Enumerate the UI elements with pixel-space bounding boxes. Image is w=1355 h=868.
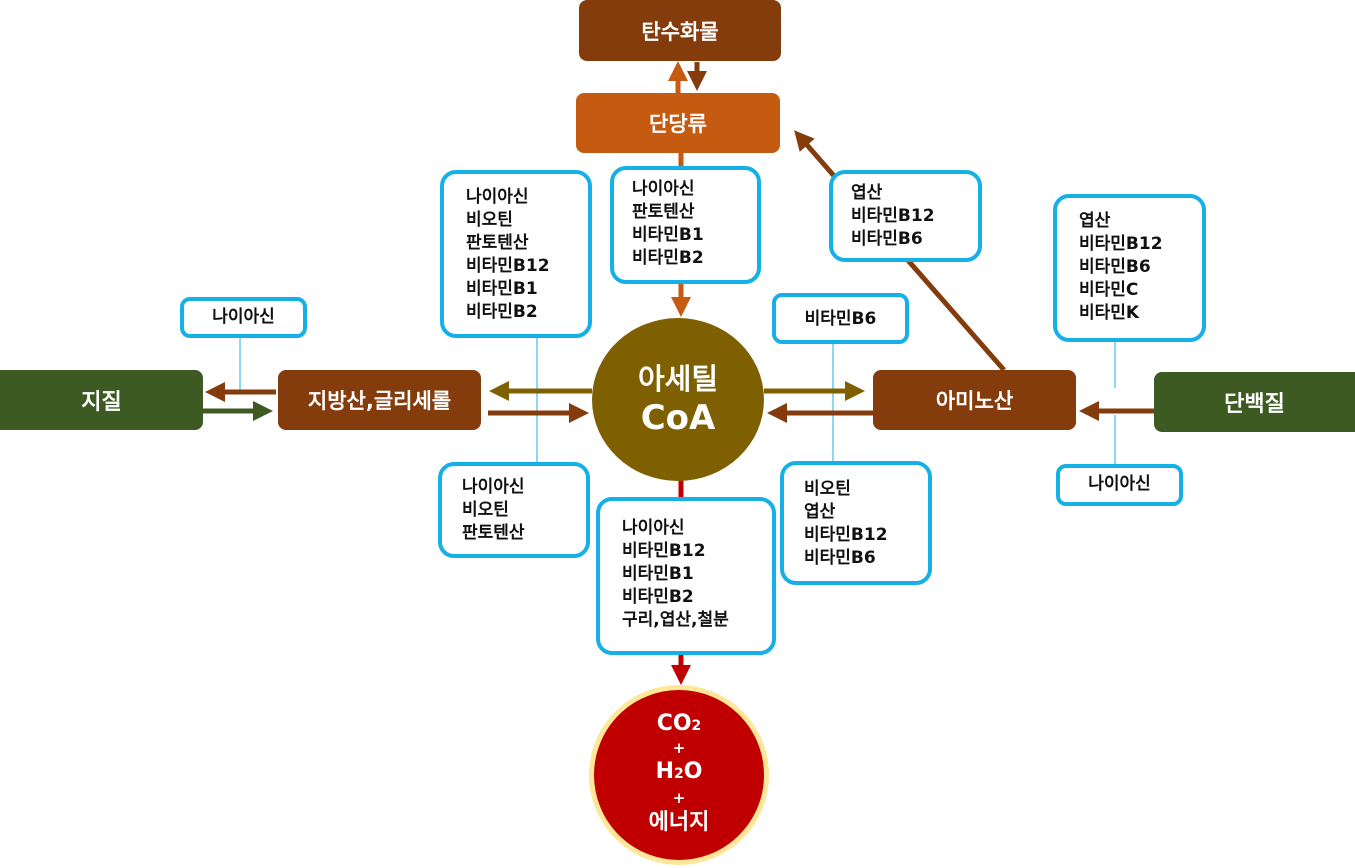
acetyl-coa-line2: CoA [640,397,716,438]
node-carbohydrate: 탄수화물 [579,0,781,61]
vitamin-label: 나이아신 [466,187,529,207]
vitamin-label: 판토텐산 [632,202,695,222]
vitamin-label: 나이아신 [1088,474,1151,494]
vitamin-label: 비오틴 [462,500,509,520]
node-fatty-acid-glycerol: 지방산,글리세롤 [278,370,481,430]
vitamin-label: 비타민C [1079,280,1139,300]
vitamin-label: 비타민B2 [466,302,538,322]
vitamin-label: 비타민B1 [466,279,538,299]
note-fatty-to-lipid: 나이아신 [180,297,307,338]
vitamin-label: 비타민B12 [804,525,888,545]
vitamin-label: 비타민B12 [622,541,706,561]
plus-sign: + [672,739,686,757]
energy-label: 에너지 [648,810,710,835]
vitamin-label: 비타민B12 [1079,234,1163,254]
vitamin-label: 비타민B6 [851,229,923,249]
vitamin-label: 비타민B2 [622,587,694,607]
vitamin-label: 엽산 [1079,211,1111,231]
note-acetyl-to-product: 나이아신 비타민B12 비타민B1 비타민B2 구리,엽산,철분 [596,497,776,655]
vitamin-label: 판토텐산 [462,523,525,543]
note-protein-to-amino-top: 엽산 비타민B12 비타민B6 비타민C 비타민K [1053,194,1206,342]
vitamin-label: 나이아신 [462,477,525,497]
vitamin-label: 비오틴 [466,210,513,230]
note-amino-to-mono: 엽산 비타민B12 비타민B6 [829,170,982,262]
formula-part: H [655,759,674,784]
note-amino-to-acetyl: 비타민B6 [772,293,909,344]
node-monosaccharide: 단당류 [576,93,780,153]
formula-part: 2 [691,718,702,734]
formula-part: 2 [673,766,684,782]
node-amino-acid: 아미노산 [873,370,1076,430]
node-final-product: CO2 + H2O + 에너지 [589,685,769,865]
node-protein: 단백질 [1154,372,1355,432]
node-acetyl-coa: 아세틸 CoA [592,318,764,481]
note-mono-to-acetyl: 나이아신 판토텐산 비타민B1 비타민B2 [610,166,761,284]
vitamin-label: 비오틴 [804,479,851,499]
vitamin-label: 나이아신 [212,307,275,327]
vitamin-label: 비타민K [1079,303,1140,323]
vitamin-label: 비타민B2 [632,248,704,268]
vitamin-label: 구리,엽산,철분 [622,610,729,630]
vitamin-label: 비타민B6 [1079,257,1151,277]
acetyl-coa-line1: 아세틸 [637,361,719,396]
formula-part: CO [656,711,692,736]
note-acetyl-to-amino: 비오틴 엽산 비타민B12 비타민B6 [780,461,932,585]
vitamin-label: 비타민B1 [632,225,704,245]
plus-sign: + [672,789,686,807]
vitamin-label: 비타민B12 [466,256,550,276]
vitamin-label: 판토텐산 [466,233,529,253]
vitamin-label: 나이아신 [622,518,685,538]
vitamin-label: 비타민B12 [851,206,935,226]
node-lipid: 지질 [0,370,203,430]
formula-part: O [683,759,703,784]
vitamin-label: 엽산 [851,183,883,203]
note-acetyl-to-fatty: 나이아신 비오틴 판토텐산 [438,462,590,558]
vitamin-label: 비타민B1 [622,564,694,584]
vitamin-label: 비타민B6 [804,548,876,568]
vitamin-label: 나이아신 [632,179,695,199]
note-fatty-to-acetyl: 나이아신 비오틴 판토텐산 비타민B12 비타민B1 비타민B2 [440,170,592,338]
note-protein-to-amino-bottom: 나이아신 [1056,464,1183,506]
h2o-label: H2O [656,757,703,789]
vitamin-label: 엽산 [804,502,836,522]
vitamin-label: 비타민B6 [804,309,877,329]
co2-label: CO2 [657,711,702,739]
